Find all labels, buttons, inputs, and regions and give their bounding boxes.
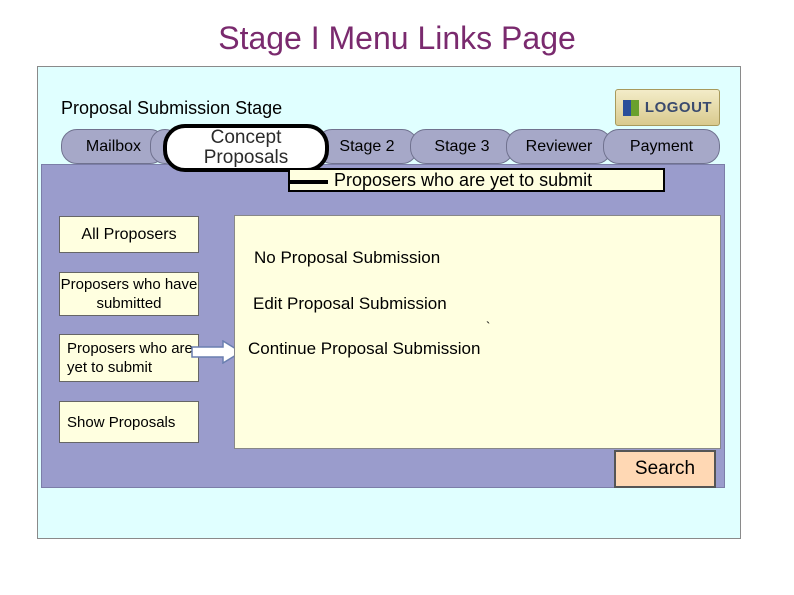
tab-reviewer-label: Reviewer (525, 137, 593, 155)
logout-icon (622, 99, 639, 116)
show-proposals-label: Show Proposals (67, 413, 176, 431)
tab-stage2-label: Stage 2 (339, 137, 395, 155)
stage-label: Proposal Submission Stage (61, 98, 283, 118)
yet-to-submit-button[interactable]: Proposers who are yet to submit (59, 334, 199, 382)
tab-concept-line1: Concept (210, 127, 282, 148)
callout-note: Proposers who are yet to submit (288, 168, 665, 192)
all-proposers-label: All Proposers (81, 226, 177, 243)
backtick-mark: ` (486, 319, 491, 334)
content-box: No Proposal Submission Edit Proposal Sub… (234, 215, 721, 449)
search-label: Search (634, 458, 696, 479)
no-submission-link[interactable]: No Proposal Submission (254, 248, 441, 267)
arrow-right-icon (191, 340, 243, 364)
tab-stage3-label: Stage 3 (434, 137, 490, 155)
search-button[interactable]: Search (614, 450, 716, 488)
tab-concept-proposals[interactable]: Concept Proposals (163, 124, 329, 172)
tab-payment[interactable]: Payment (603, 129, 720, 164)
submitted-proposers-label: Proposers who have submitted (60, 276, 198, 312)
submitted-proposers-button[interactable]: Proposers who have submitted (59, 272, 199, 316)
all-proposers-button[interactable]: All Proposers (59, 216, 199, 253)
tab-concept-line2: Proposals (203, 147, 289, 168)
tab-stage2[interactable]: Stage 2 (316, 129, 418, 164)
edit-submission-link[interactable]: Edit Proposal Submission (253, 294, 447, 313)
tab-payment-label: Payment (629, 137, 694, 155)
show-proposals-button[interactable]: Show Proposals (59, 401, 199, 443)
yet-to-submit-label: Proposers who are yet to submit (67, 340, 193, 376)
callout-note-text: Proposers who are yet to submit (334, 169, 593, 190)
page-title: Stage I Menu Links Page (218, 20, 576, 56)
callout-line (290, 180, 328, 184)
tab-stage3[interactable]: Stage 3 (410, 129, 514, 164)
continue-submission-link[interactable]: Continue Proposal Submission (248, 339, 481, 358)
tab-reviewer[interactable]: Reviewer (506, 129, 612, 164)
logout-button[interactable]: LOGOUT (615, 89, 720, 126)
tab-mailbox-label: Mailbox (85, 137, 142, 155)
tab-mailbox[interactable]: Mailbox (61, 129, 166, 164)
logout-label: LOGOUT (644, 99, 713, 116)
